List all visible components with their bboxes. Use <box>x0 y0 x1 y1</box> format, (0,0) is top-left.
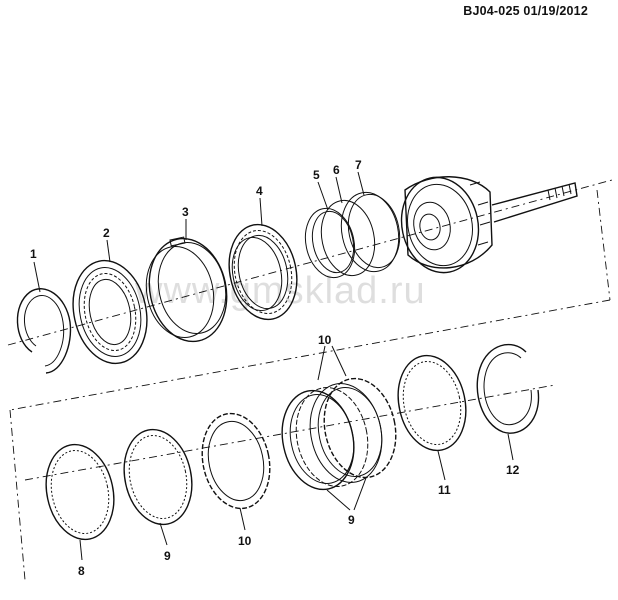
callout-10-lower: 10 <box>238 534 252 548</box>
part-12-snap-ring <box>476 343 540 434</box>
lower-axis <box>9 384 556 581</box>
part-10-friction-plate-left <box>201 412 271 510</box>
callout-1: 1 <box>30 247 37 261</box>
callout-5: 5 <box>313 168 320 182</box>
callout-11: 11 <box>438 483 451 497</box>
callout-9-pack: 9 <box>348 513 355 527</box>
callout-4: 4 <box>256 184 263 198</box>
part-4-sprag-ring <box>228 223 298 321</box>
part-8-plate <box>45 443 115 541</box>
callout-7: 7 <box>355 158 362 172</box>
upper-axis <box>7 179 613 411</box>
callout-3: 3 <box>182 205 189 219</box>
part-11-plate <box>397 354 467 452</box>
callout-2: 2 <box>103 226 110 240</box>
part-6-seal <box>320 199 376 277</box>
document-id: BJ04-025 01/19/2012 <box>463 4 588 18</box>
callout-9-left: 9 <box>164 549 171 563</box>
watermark: www.gmsklad.ru <box>135 270 426 312</box>
part-7-seal <box>340 191 401 273</box>
part-3-housing-ring <box>145 236 228 343</box>
callout-6: 6 <box>333 163 340 177</box>
input-drum-and-shaft <box>400 176 578 274</box>
part-1-snap-ring <box>16 288 72 374</box>
callout-12: 12 <box>506 463 520 477</box>
part-2-bearing-ring <box>72 259 148 365</box>
callout-10-upper: 10 <box>318 333 332 347</box>
callout-8: 8 <box>78 564 85 578</box>
clutch-pack <box>281 377 397 491</box>
part-9-plate-left <box>123 428 193 526</box>
leader-lines <box>33 171 514 561</box>
